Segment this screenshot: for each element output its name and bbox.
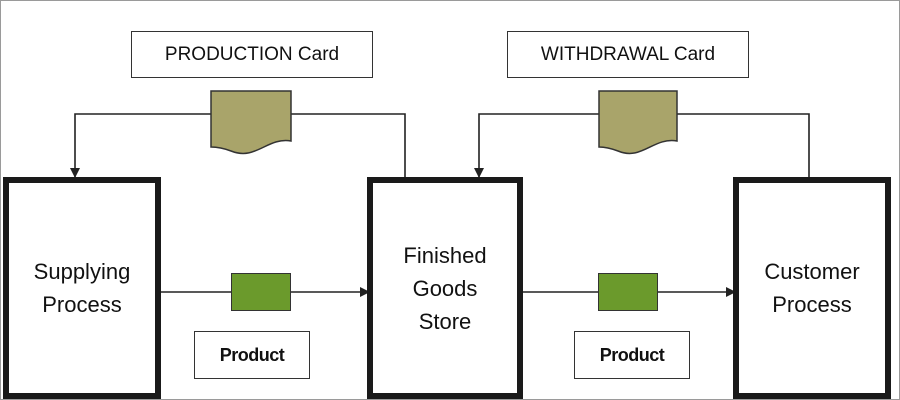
withdrawal-card-icon [598,90,678,155]
product-label-right: Product [574,331,690,379]
production-return-line [75,113,406,179]
production-card-icon [210,90,292,155]
supplying-process-box: Supplying Process [3,177,161,399]
supplying-process-label: Supplying Process [33,259,131,317]
withdrawal-return-line [479,113,810,179]
finished-goods-store-label: Finished Goods Store [403,242,487,334]
product-label-left: Product [194,331,310,379]
product-token-left [231,273,291,311]
customer-process-box: Customer Process [733,177,891,399]
finished-goods-store-box: Finished Goods Store [367,177,523,399]
product-token-right [598,273,658,311]
withdrawal-card-label: WITHDRAWAL Card [507,31,749,78]
production-card-label: PRODUCTION Card [131,31,373,78]
customer-process-label: Customer Process [764,259,860,317]
